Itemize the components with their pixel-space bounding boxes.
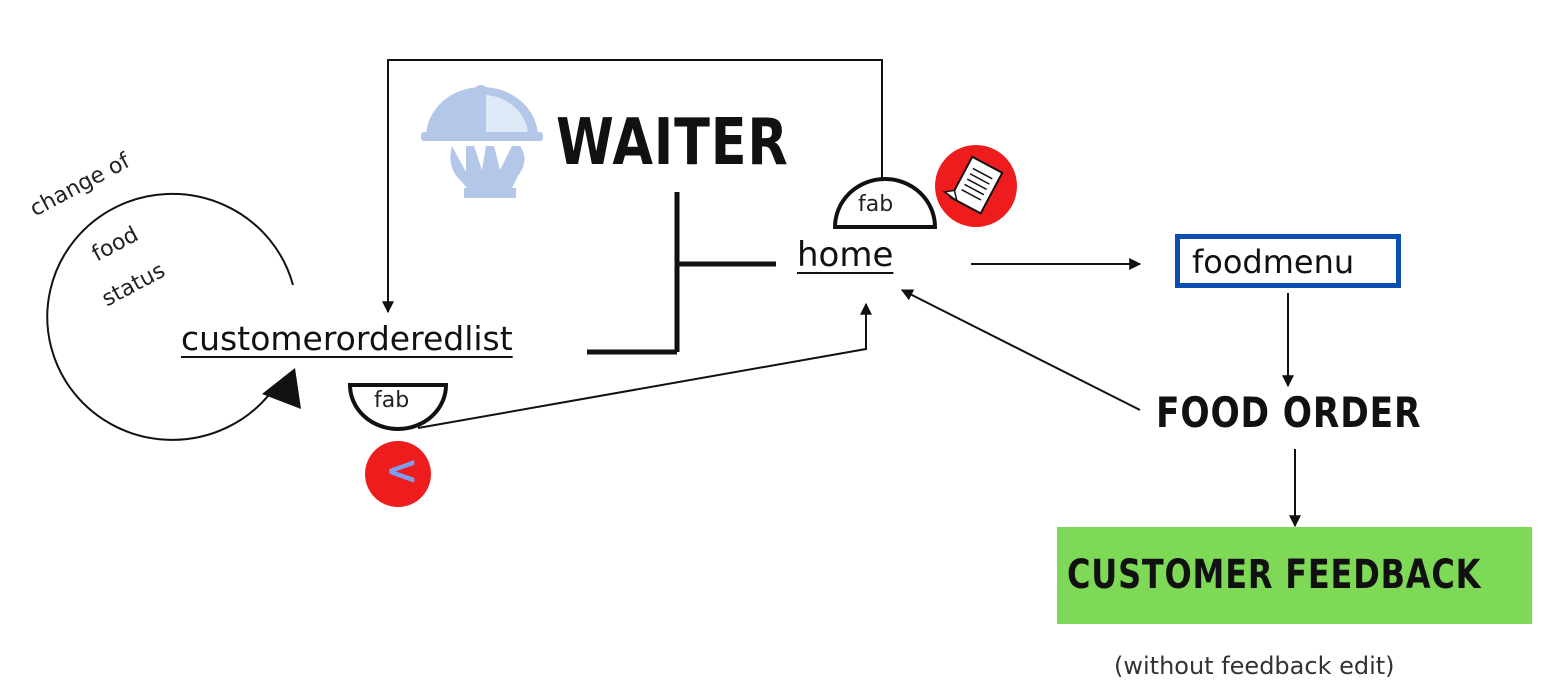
customer-feedback-box[interactable]: CUSTOMER FEEDBACK: [1057, 527, 1532, 624]
app-title: WAITER: [556, 106, 789, 180]
food-order-label: FOOD ORDER: [1156, 388, 1422, 437]
arrow-listfab-to-home: [417, 302, 872, 429]
customer-feedback-label: CUSTOMER FEEDBACK: [1067, 552, 1482, 598]
cloche-hand-icon: [421, 85, 543, 198]
document-icon[interactable]: [935, 145, 1017, 227]
back-arrow-icon[interactable]: [365, 441, 431, 507]
feedback-caption: (without feedback edit): [1114, 652, 1395, 680]
foodmenu-screen[interactable]: foodmenu: [1175, 234, 1401, 288]
status-cycle-arrowhead: [262, 368, 301, 409]
list-fab-label: fab: [374, 388, 410, 413]
arrow-foodorder-to-home: [900, 289, 1141, 411]
home-fab[interactable]: [832, 177, 938, 229]
loop-connector: [382, 59, 883, 314]
foodmenu-label: foodmenu: [1192, 243, 1355, 281]
customerorderedlist-screen[interactable]: customerorderedlist: [181, 319, 513, 358]
back-chevron: <: [385, 448, 419, 494]
bracket-connector: [587, 192, 776, 355]
status-cycle-arrow: [46, 192, 294, 441]
list-fab[interactable]: [347, 383, 449, 431]
home-fab-label: fab: [858, 192, 894, 217]
home-screen[interactable]: home: [797, 235, 894, 275]
